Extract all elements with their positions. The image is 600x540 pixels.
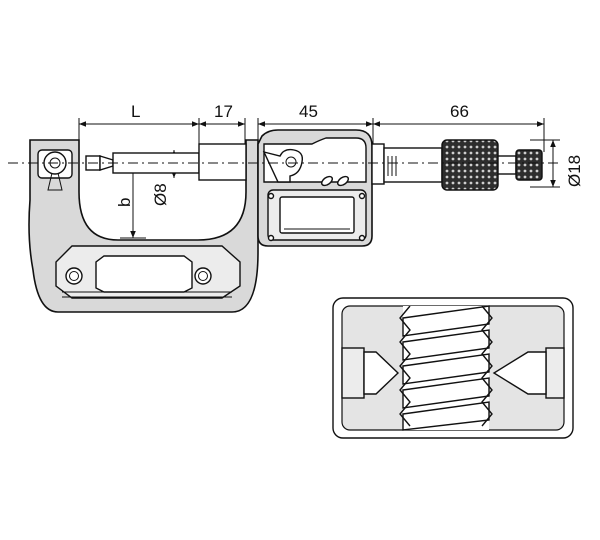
micrometer-frame — [28, 139, 259, 313]
rivet-right — [194, 267, 212, 285]
dim-45-label: 45 — [299, 102, 318, 121]
digital-head — [257, 129, 373, 247]
thimble-assembly — [371, 139, 543, 191]
thread-detail-inset — [332, 297, 574, 439]
lcd-screen — [279, 196, 355, 234]
dim-dia8-label: Ø8 — [151, 183, 170, 206]
dim-b-label: b — [115, 198, 134, 207]
rivet-left — [65, 267, 83, 285]
dim-17-label: 17 — [214, 102, 233, 121]
dim-L-label: L — [131, 102, 140, 121]
dim-66-label: 66 — [450, 102, 469, 121]
ratchet-knob — [515, 149, 543, 181]
knurled-thimble — [441, 139, 499, 191]
head-button-2 — [336, 175, 350, 187]
head-button-1 — [320, 175, 334, 187]
dim-dia18-label: Ø18 — [565, 155, 584, 187]
spindle — [85, 143, 247, 181]
